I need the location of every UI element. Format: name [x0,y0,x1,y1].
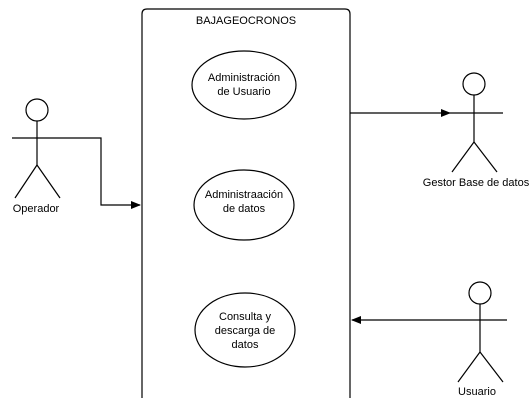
use-case-label-line: Administraación [205,189,283,201]
connector-operador-to-system [62,137,141,209]
actor-operador[interactable]: Operador [12,98,62,215]
use-case-label-line: descarga de [215,325,276,337]
actor-label: Gestor Base de datos [423,177,530,189]
use-case-label-line: de Usuario [217,86,270,98]
use-case-consulta-descarga[interactable]: Consulta y descarga de datos [194,292,296,368]
actor-label: Operador [13,203,60,215]
actor-usuario[interactable]: Usuario [455,281,507,398]
use-case-label-line: de datos [223,203,266,215]
actor-gestor-base-datos[interactable]: Gestor Base de datos [423,72,530,189]
actor-label: Usuario [458,386,496,398]
use-case-label-line: datos [232,339,259,351]
use-case-label-line: Consulta y [219,311,271,323]
use-case-administracion-usuario[interactable]: Administración de Usuario [191,50,297,120]
system-boundary: BAJAGEOCRONOS [141,8,351,398]
use-case-label-line: Administración [208,72,280,84]
actor-head-icon [25,98,49,122]
actor-head-icon [468,281,492,305]
actor-head-icon [462,72,486,96]
use-case-administracion-datos[interactable]: Administraación de datos [193,169,295,241]
system-title: BAJAGEOCRONOS [196,15,296,27]
